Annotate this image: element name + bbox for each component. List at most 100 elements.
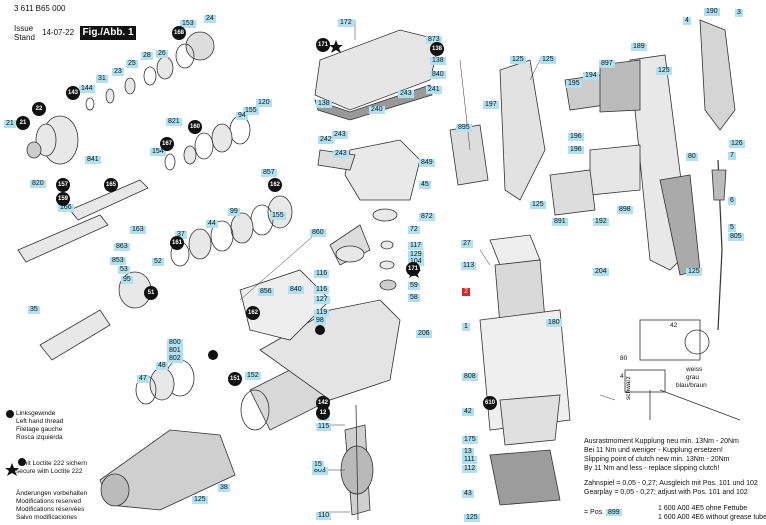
- part-label-898: 898: [617, 206, 633, 214]
- callout-bubble-162a: 162: [268, 178, 282, 192]
- part-label-891: 891: [552, 218, 568, 226]
- part-label-863: 863: [114, 243, 130, 251]
- part-label-808: 808: [462, 373, 478, 381]
- legend-left-thread-en: Left hand thread: [16, 418, 64, 425]
- pos899-note: = Pos. 899: [584, 509, 622, 518]
- part-label-24: 24: [204, 15, 216, 23]
- part-label-127: 127: [314, 296, 330, 304]
- part-label-111: 111: [462, 456, 477, 464]
- part-label-163: 163: [130, 226, 146, 234]
- part-label-805: 805: [728, 233, 744, 241]
- part-label-206: 206: [416, 330, 432, 338]
- part-label-154: 154: [150, 148, 166, 156]
- part-label-25: 25: [126, 60, 138, 68]
- callout-bubble-157: 157: [56, 178, 70, 192]
- part-label-190: 190: [704, 8, 720, 16]
- part-label-897: 897: [599, 60, 615, 68]
- part-label-37: 37: [175, 231, 187, 239]
- part-label-204: 204: [593, 268, 609, 276]
- part-label-125d: 125: [540, 56, 556, 64]
- part-label-35: 35: [28, 306, 40, 314]
- part-label-21: 21: [4, 120, 16, 128]
- part-label-172: 172: [338, 19, 354, 27]
- left-thread-icon: [6, 410, 14, 418]
- part-label-116b: 116: [314, 286, 330, 294]
- part-label-2: 2: [462, 288, 470, 296]
- part-label-840b: 840: [288, 286, 304, 294]
- callout-bubble-171b: 171: [406, 262, 420, 276]
- part-label-43: 43: [462, 490, 474, 498]
- callout-bubble-12: 12: [316, 406, 330, 420]
- part-label-895: 895: [456, 124, 472, 132]
- part-label-197: 197: [483, 101, 499, 109]
- pos899-badge: 899: [605, 509, 622, 516]
- part-label-48: 48: [156, 362, 168, 370]
- legend-left-thread-de: Linksgewinde: [16, 410, 56, 417]
- part-label-155a: 155: [243, 107, 259, 115]
- part-label-13: 13: [462, 448, 474, 456]
- gearplay-note-de: Zahnspiel = 0,05 - 0,27; Ausgleich mit P…: [584, 480, 758, 487]
- part-label-129: 129: [408, 251, 424, 259]
- legend-mod-en: Modifications reserved: [16, 498, 82, 505]
- part-label-4: 4: [683, 17, 691, 25]
- legend-mod-es: Salvo modificaciones: [16, 514, 78, 521]
- part-label-857: 857: [261, 169, 277, 177]
- part-label-26: 26: [156, 50, 168, 58]
- part-label-99: 99: [228, 208, 240, 216]
- part-label-59: 59: [408, 282, 420, 290]
- stand-label: Stand: [14, 33, 35, 42]
- callout-bubble-168: 168: [172, 26, 186, 40]
- grease-note-2: 1 600 A00 4E6 without grease tube: [658, 514, 766, 521]
- clutch-note-4: By 11 Nm and less - replace slipping clu…: [584, 465, 720, 472]
- part-label-6: 6: [728, 197, 736, 205]
- callout-bubble-610: 610: [483, 396, 497, 410]
- callout-bubble-165: 165: [104, 178, 118, 192]
- part-label-802: 802: [167, 355, 183, 363]
- part-label-27: 27: [461, 240, 473, 248]
- part-label-803: 803: [312, 467, 328, 475]
- part-label-80: 80: [686, 153, 698, 161]
- part-label-125c: 125: [510, 56, 526, 64]
- part-label-110: 110: [316, 512, 332, 520]
- figure-title: Fig./Abb. 1: [80, 26, 136, 40]
- part-label-180: 180: [546, 319, 562, 327]
- part-label-95: 95: [121, 276, 133, 284]
- part-label-125e: 125: [530, 201, 546, 209]
- motor-icon: [340, 404, 374, 521]
- grease-note-1: 1 600 A00 4E5 ohne Fettube: [658, 505, 748, 512]
- part-label-138b: 138: [316, 100, 332, 108]
- callout-bubble-160: 160: [188, 120, 202, 134]
- part-label-1: 1: [462, 323, 470, 331]
- part-label-189: 189: [631, 43, 647, 51]
- part-label-7: 7: [728, 152, 736, 160]
- part-label-841: 841: [85, 156, 101, 164]
- part-label-116a: 116: [314, 270, 330, 278]
- part-label-119: 119: [314, 309, 330, 317]
- legend-mod-fr: Modifications réservées: [16, 506, 85, 513]
- pos899-prefix: = Pos.: [584, 509, 606, 516]
- part-label-821: 821: [166, 118, 182, 126]
- part-label-196b: 196: [568, 146, 584, 154]
- part-label-125a: 125: [192, 496, 208, 504]
- part-label-117: 117: [408, 242, 424, 250]
- part-label-192: 192: [593, 218, 609, 226]
- part-label-72: 72: [408, 226, 420, 234]
- wire-color-schwarz: schwarz: [625, 376, 632, 400]
- part-label-243a: 243: [332, 131, 348, 139]
- callout-bubble-162b: 162: [246, 306, 260, 320]
- part-label-38: 38: [218, 484, 230, 492]
- part-label-152: 152: [245, 372, 261, 380]
- wire-label-42: 42: [670, 322, 678, 329]
- part-label-58: 58: [408, 294, 420, 302]
- part-label-840a: 840: [430, 71, 446, 79]
- callout-bubble-167: 167: [160, 137, 174, 151]
- part-label-872: 872: [419, 213, 435, 221]
- wire-label-4: 4: [620, 373, 624, 380]
- part-label-243c: 243: [333, 150, 349, 158]
- issue-date: 14-07-22: [42, 28, 75, 37]
- part-label-144: 144: [79, 85, 95, 93]
- handle-icon: [499, 19, 736, 276]
- part-label-856: 856: [258, 288, 274, 296]
- gearplay-note-en: Gearplay = 0,05 - 0,27; adjust with Pos.…: [584, 489, 748, 496]
